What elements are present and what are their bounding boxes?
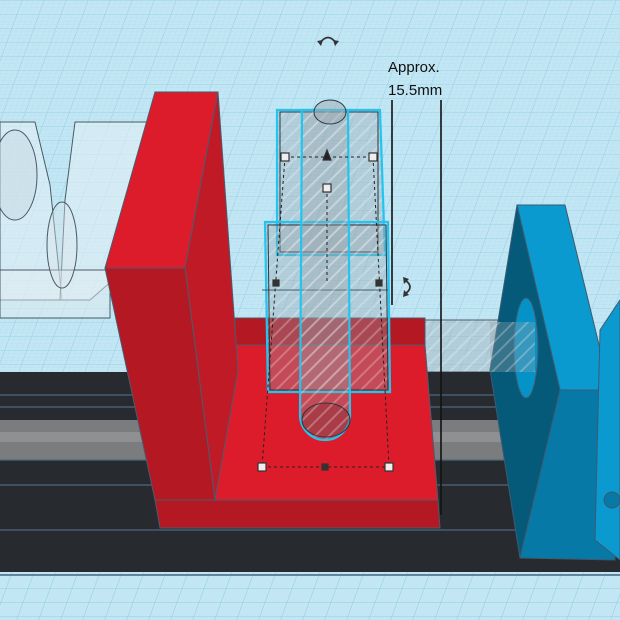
dimension-label-line1: Approx. — [388, 59, 440, 76]
resize-handle-bottom-right[interactable] — [384, 462, 394, 472]
rotate-arrow-side-icon[interactable] — [400, 276, 418, 298]
resize-handles[interactable] — [257, 148, 394, 472]
dimension-label: Approx. 15.5mm — [388, 56, 442, 102]
resize-handle-top-left[interactable] — [280, 152, 290, 162]
height-handle[interactable] — [322, 183, 332, 193]
transparent-hole-shapes[interactable] — [0, 121, 151, 319]
resize-handle-mid-left[interactable] — [272, 279, 280, 287]
dimension-lines — [391, 100, 442, 515]
resize-handle-bottom-left[interactable] — [257, 462, 267, 472]
rotate-arrow-icon[interactable] — [316, 30, 340, 48]
lift-cone-handle[interactable] — [322, 148, 332, 161]
resize-handle-top-right[interactable] — [368, 152, 378, 162]
selected-hole-group[interactable] — [261, 99, 392, 468]
resize-handle-bottom-mid[interactable] — [321, 463, 329, 471]
resize-handle-mid-right[interactable] — [375, 279, 383, 287]
dimension-label-line2: 15.5mm — [388, 82, 443, 99]
blue-bearing-mount[interactable] — [489, 204, 620, 561]
